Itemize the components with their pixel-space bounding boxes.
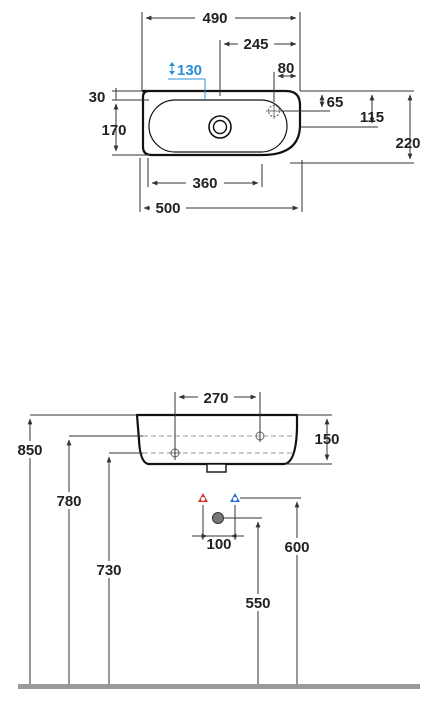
dim-fixing-height: 780: [56, 493, 81, 510]
basin-front-outline: [135, 413, 299, 466]
dim-edge-depth: 30: [89, 89, 106, 106]
dim-fixing-distance: 270: [203, 390, 228, 407]
top-view: 490 245 130 80 30 170 65: [89, 10, 421, 217]
dim-bowl-length: 170: [101, 122, 126, 139]
dim-basin-height: 150: [314, 431, 339, 448]
dim-supply-spacing: 100: [206, 536, 231, 553]
cold-water-valve-icon: [230, 493, 240, 502]
dim-right-hole-offset: 80: [278, 60, 295, 77]
dim-bowl-width: 360: [192, 175, 217, 192]
dim-bowl-depth: 130: [177, 62, 202, 79]
waste-stub-icon: [206, 463, 227, 473]
waste-outlet-icon: [212, 512, 224, 524]
dim-tap-offset: 245: [243, 36, 268, 53]
dim-supply-height: 600: [284, 539, 309, 556]
dim-bottom-height: 730: [96, 562, 121, 579]
up-down-arrow-icon: [169, 62, 175, 75]
dim-hole-depth: 65: [327, 94, 344, 111]
front-view: 270 150 850 780 730: [12, 389, 420, 689]
dim-overall-width: 490: [202, 10, 227, 27]
dim-rim-height: 850: [17, 442, 42, 459]
hot-water-valve-icon: [198, 493, 208, 502]
dim-total-depth: 220: [395, 135, 420, 152]
dim-waste-height: 550: [245, 595, 270, 612]
dim-outer-width: 500: [155, 200, 180, 217]
dim-right-depth: 115: [360, 109, 384, 126]
floor-line: [18, 684, 420, 689]
